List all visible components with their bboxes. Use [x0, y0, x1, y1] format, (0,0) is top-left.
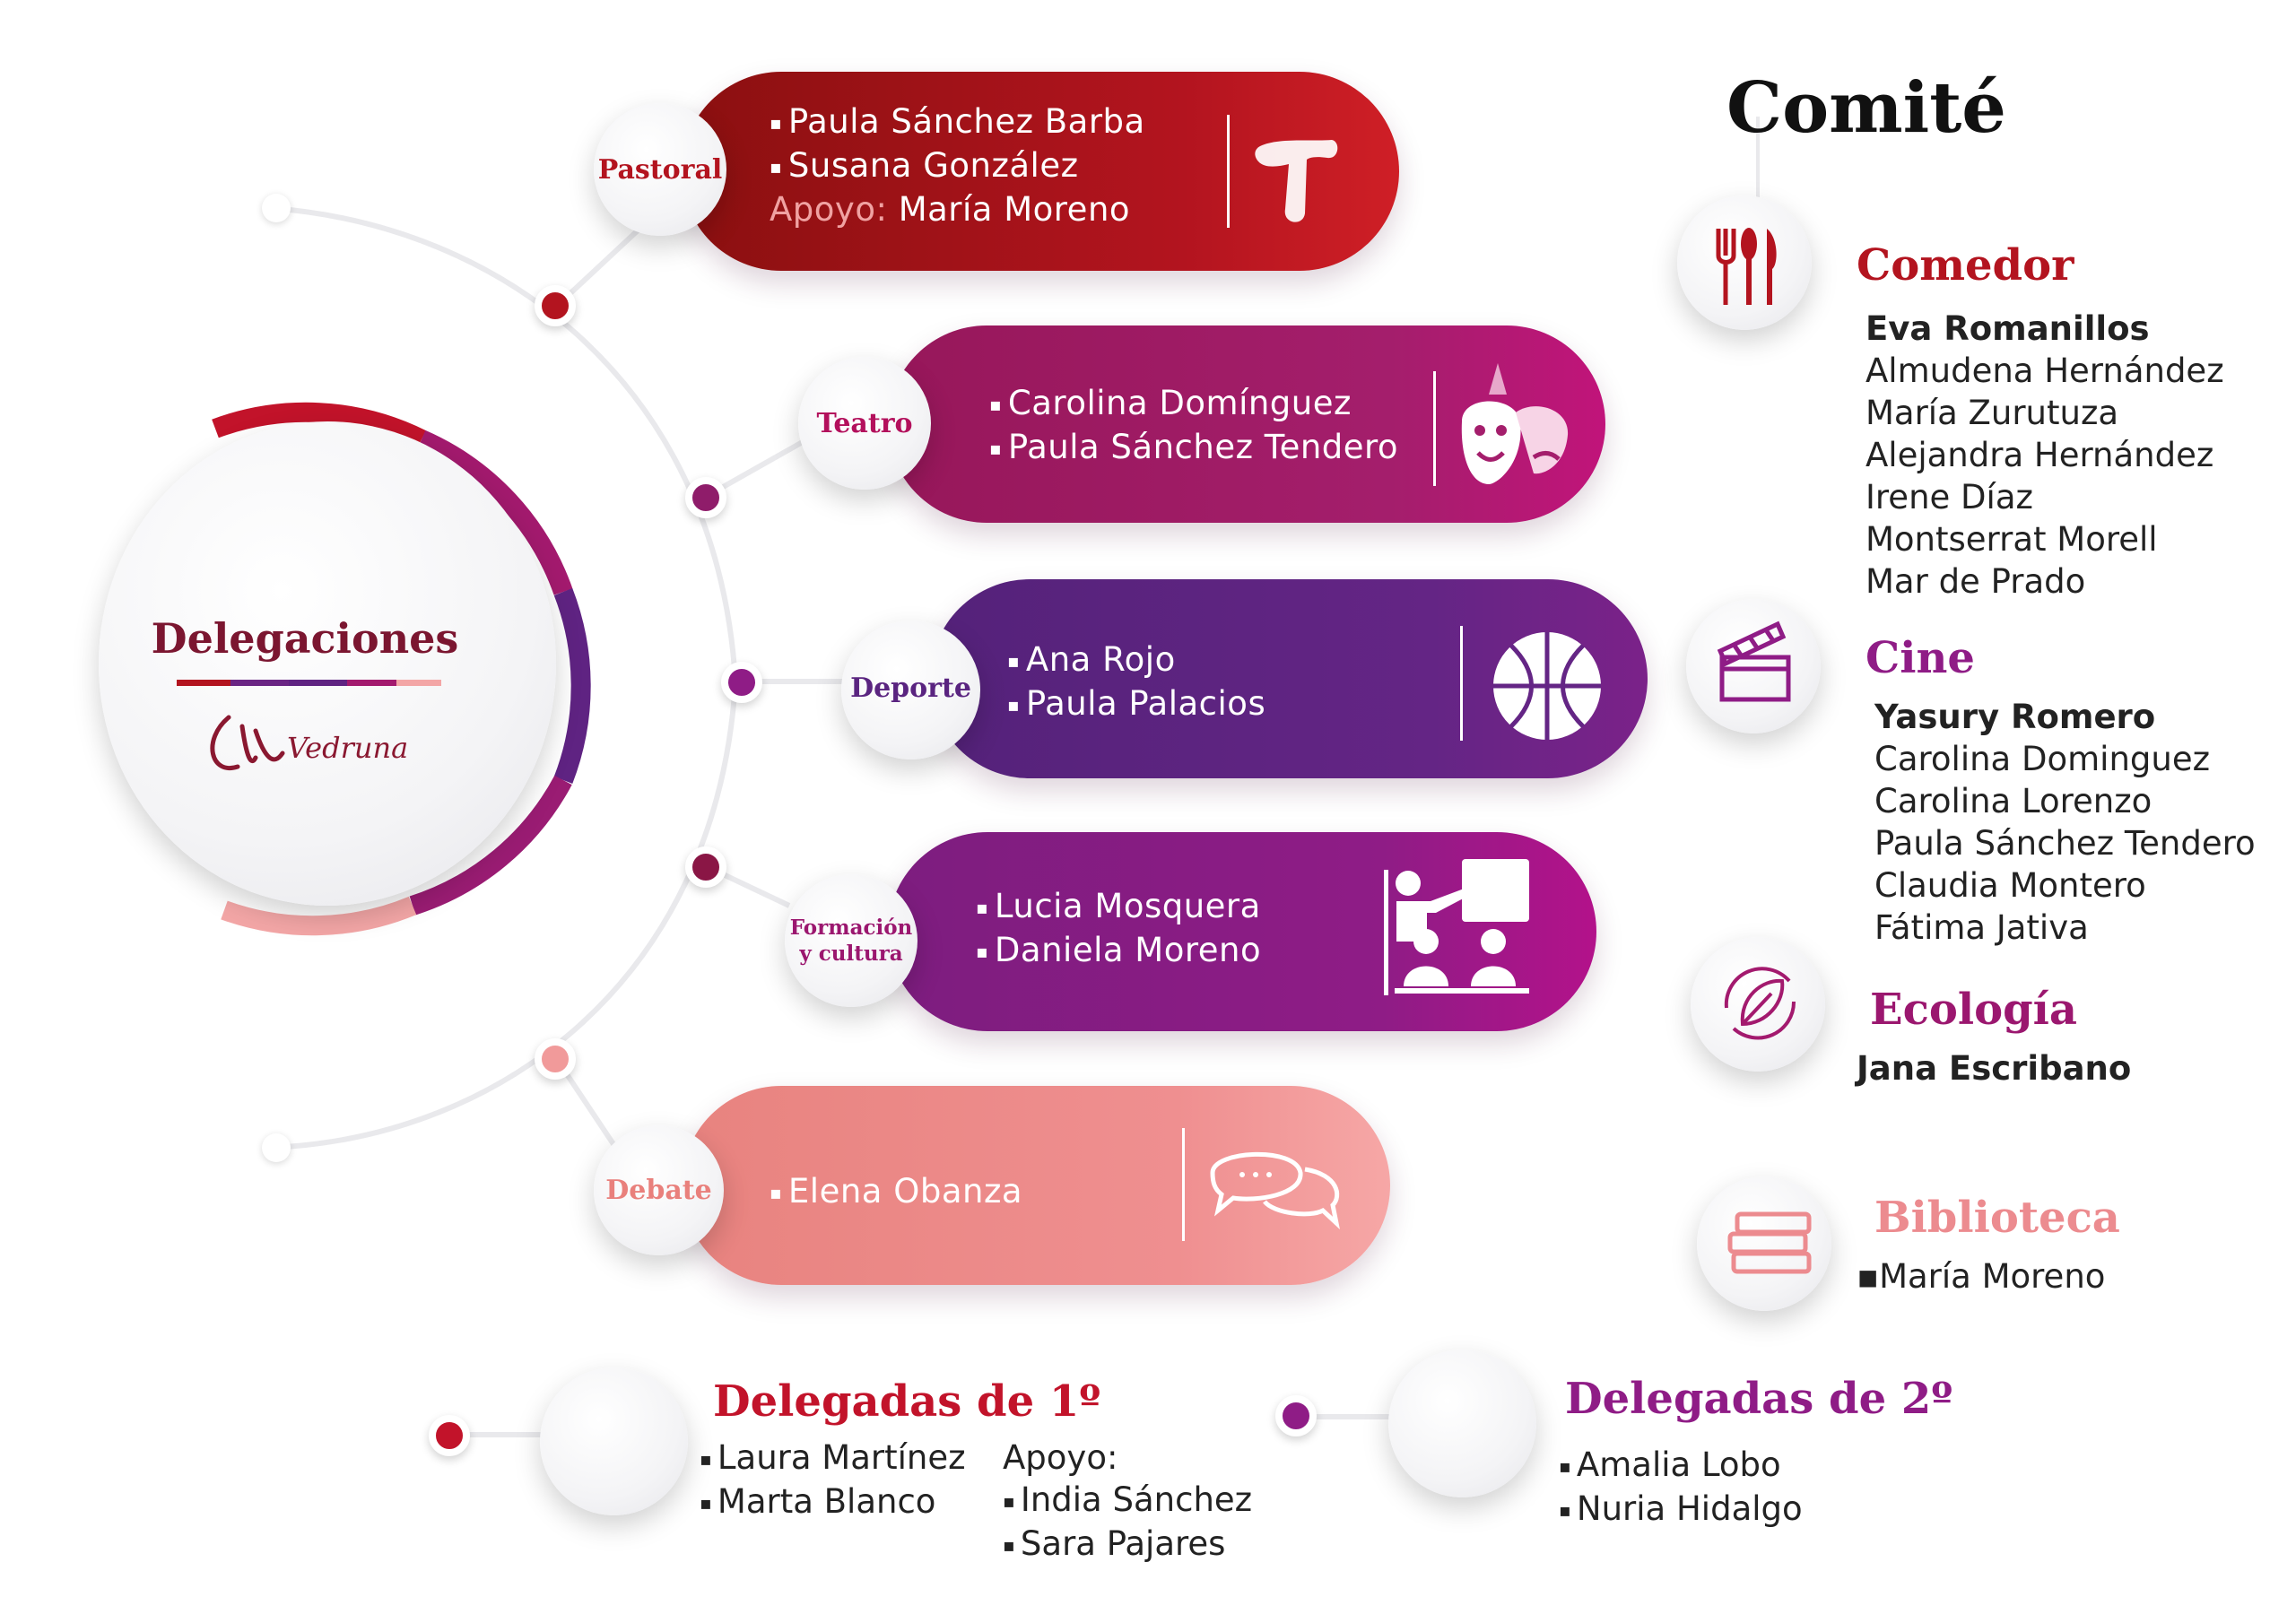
- pastoral-label: Pastoral: [597, 154, 723, 186]
- arc-dot-debate: [535, 1038, 576, 1080]
- formacion-member-2: Daniela Moreno: [976, 929, 1261, 973]
- deporte-members: Ana Rojo Paula Palacios: [1007, 638, 1265, 726]
- teatro-members: Carolina Domínguez Paula Sánchez Tendero: [989, 382, 1398, 470]
- pastoral-member-2: Susana González: [770, 144, 1145, 188]
- comedor-member-2: María Zurutuza: [1866, 394, 2119, 432]
- formacion-label-line1: Formación: [789, 916, 913, 940]
- delegadas2-title: Delegadas de 2º: [1565, 1374, 1953, 1424]
- comedor-member-3: Alejandra Hernández: [1866, 436, 2214, 474]
- delegadas1-dot: [429, 1415, 470, 1456]
- pastoral-divider: [1227, 115, 1230, 228]
- comedor-badge: [1677, 195, 1812, 330]
- teatro-badge: [798, 357, 931, 490]
- ecologia-members: Jana Escribano: [1857, 1047, 2131, 1089]
- cine-badge: [1686, 599, 1821, 733]
- delegadas1-badge: [540, 1367, 688, 1515]
- debate-divider: [1182, 1128, 1185, 1241]
- pastoral-member-1: Paula Sánchez Barba: [770, 100, 1145, 144]
- debate-members: Elena Obanza: [770, 1170, 1022, 1214]
- delegadas1-member-1: Laura Martínez: [700, 1436, 966, 1480]
- deporte-member-2: Paula Palacios: [1007, 682, 1265, 726]
- center-title-underline: [177, 680, 441, 686]
- delegadas2-member-1: Amalia Lobo: [1559, 1444, 1803, 1488]
- formacion-members: Lucia Mosquera Daniela Moreno: [976, 885, 1261, 973]
- teatro-member-1: Carolina Domínguez: [989, 382, 1398, 426]
- delegadas1-title: Delegadas de 1º: [713, 1376, 1101, 1427]
- formacion-label: Formación y cultura: [785, 915, 918, 967]
- delegadas1-support-2: Sara Pajares: [1003, 1523, 1252, 1567]
- comedor-title: Comedor: [1857, 240, 2074, 291]
- center-title: Delegaciones: [151, 614, 459, 663]
- teatro-divider: [1433, 371, 1436, 486]
- comedor-member-5: Montserrat Morell: [1866, 520, 2158, 559]
- delegadas2-dot: [1275, 1395, 1317, 1436]
- cine-member-1: Carolina Dominguez: [1874, 740, 2211, 778]
- delegadas1-member-2: Marta Blanco: [700, 1480, 966, 1524]
- pastoral-support-label: Apoyo:: [770, 190, 888, 229]
- center-circle: [99, 421, 556, 906]
- clapperboard-icon: [1717, 621, 1791, 702]
- arc-dot-formacion: [685, 846, 726, 888]
- theater-masks-icon: [1461, 363, 1569, 484]
- comedor-lead: Eva Romanillos: [1866, 309, 2150, 348]
- pastoral-members: Paula Sánchez Barba Susana González Apoy…: [770, 100, 1145, 230]
- cine-title: Cine: [1866, 633, 1975, 683]
- leaf-icon: [1724, 967, 1796, 1040]
- delegadas1-support-1: India Sánchez: [1003, 1479, 1252, 1523]
- biblioteca-members: ▪María Moreno: [1857, 1255, 2105, 1298]
- deporte-divider: [1460, 626, 1463, 741]
- biblioteca-title: Biblioteca: [1874, 1193, 2120, 1243]
- debate-member-1: Elena Obanza: [770, 1170, 1022, 1214]
- cutlery-icon: [1716, 228, 1777, 305]
- delegadas2-members: Amalia Lobo Nuria Hidalgo: [1559, 1444, 1803, 1532]
- classroom-icon: [1384, 859, 1529, 995]
- teatro-label: Teatro: [816, 408, 913, 439]
- deporte-member-1: Ana Rojo: [1007, 638, 1265, 682]
- cine-members: Yasury Romero Carolina Dominguez Carolin…: [1874, 696, 2256, 949]
- arc-dot-pastoral: [535, 285, 576, 326]
- comite-title: Comité: [1726, 67, 2006, 149]
- delegadas1-support-label: Apoyo:: [1003, 1438, 1118, 1477]
- cine-member-5: Fátima Jativa: [1874, 908, 2089, 947]
- cine-lead: Yasury Romero: [1874, 698, 2156, 736]
- delegadas1-support: Apoyo: India Sánchez Sara Pajares: [1003, 1436, 1252, 1567]
- comedor-member-6: Mar de Prado: [1866, 562, 2086, 601]
- ecologia-title: Ecología: [1870, 985, 2077, 1035]
- debate-badge: [594, 1125, 724, 1255]
- delegadas2-member-2: Nuria Hidalgo: [1559, 1488, 1803, 1532]
- delegadas2-badge: [1388, 1350, 1536, 1497]
- comedor-member-1: Almudena Hernández: [1866, 352, 2224, 390]
- cine-member-4: Claudia Montero: [1874, 866, 2146, 905]
- deporte-badge: [841, 621, 980, 759]
- arc-dot-teatro: [685, 477, 726, 518]
- deporte-label: Deporte: [850, 673, 971, 704]
- formacion-member-1: Lucia Mosquera: [976, 885, 1261, 929]
- teatro-member-2: Paula Sánchez Tendero: [989, 426, 1398, 470]
- vedruna-logo: Vedruna: [202, 704, 417, 785]
- pastoral-badge: [594, 103, 726, 236]
- chat-bubbles-icon: [1210, 1151, 1340, 1230]
- biblioteca-member-1: ▪María Moreno: [1857, 1257, 2106, 1296]
- formacion-badge: [785, 874, 918, 1007]
- ecologia-badge: [1691, 937, 1825, 1072]
- arc-end-bottom: [262, 1133, 291, 1162]
- arc-end-top: [262, 194, 291, 222]
- pastoral-support-name: María Moreno: [898, 190, 1131, 229]
- cine-member-3: Paula Sánchez Tendero: [1874, 824, 2256, 863]
- basketball-icon: [1493, 632, 1601, 740]
- comedor-member-4: Irene Díaz: [1866, 478, 2033, 516]
- delegadas1-members: Laura Martínez Marta Blanco: [700, 1436, 966, 1524]
- ecologia-lead: Jana Escribano: [1857, 1049, 2132, 1088]
- debate-label: Debate: [605, 1175, 712, 1206]
- center-ring: [212, 402, 591, 936]
- vedruna-logo-text: Vedruna: [287, 731, 409, 765]
- cross-icon: [1255, 140, 1338, 222]
- arc-dot-deporte: [721, 662, 762, 703]
- formacion-label-line2: y cultura: [799, 942, 903, 966]
- books-icon: [1727, 1211, 1812, 1274]
- biblioteca-badge: [1697, 1176, 1831, 1311]
- cine-member-2: Carolina Lorenzo: [1874, 782, 2152, 820]
- comedor-members: Eva Romanillos Almudena Hernández María …: [1866, 308, 2224, 603]
